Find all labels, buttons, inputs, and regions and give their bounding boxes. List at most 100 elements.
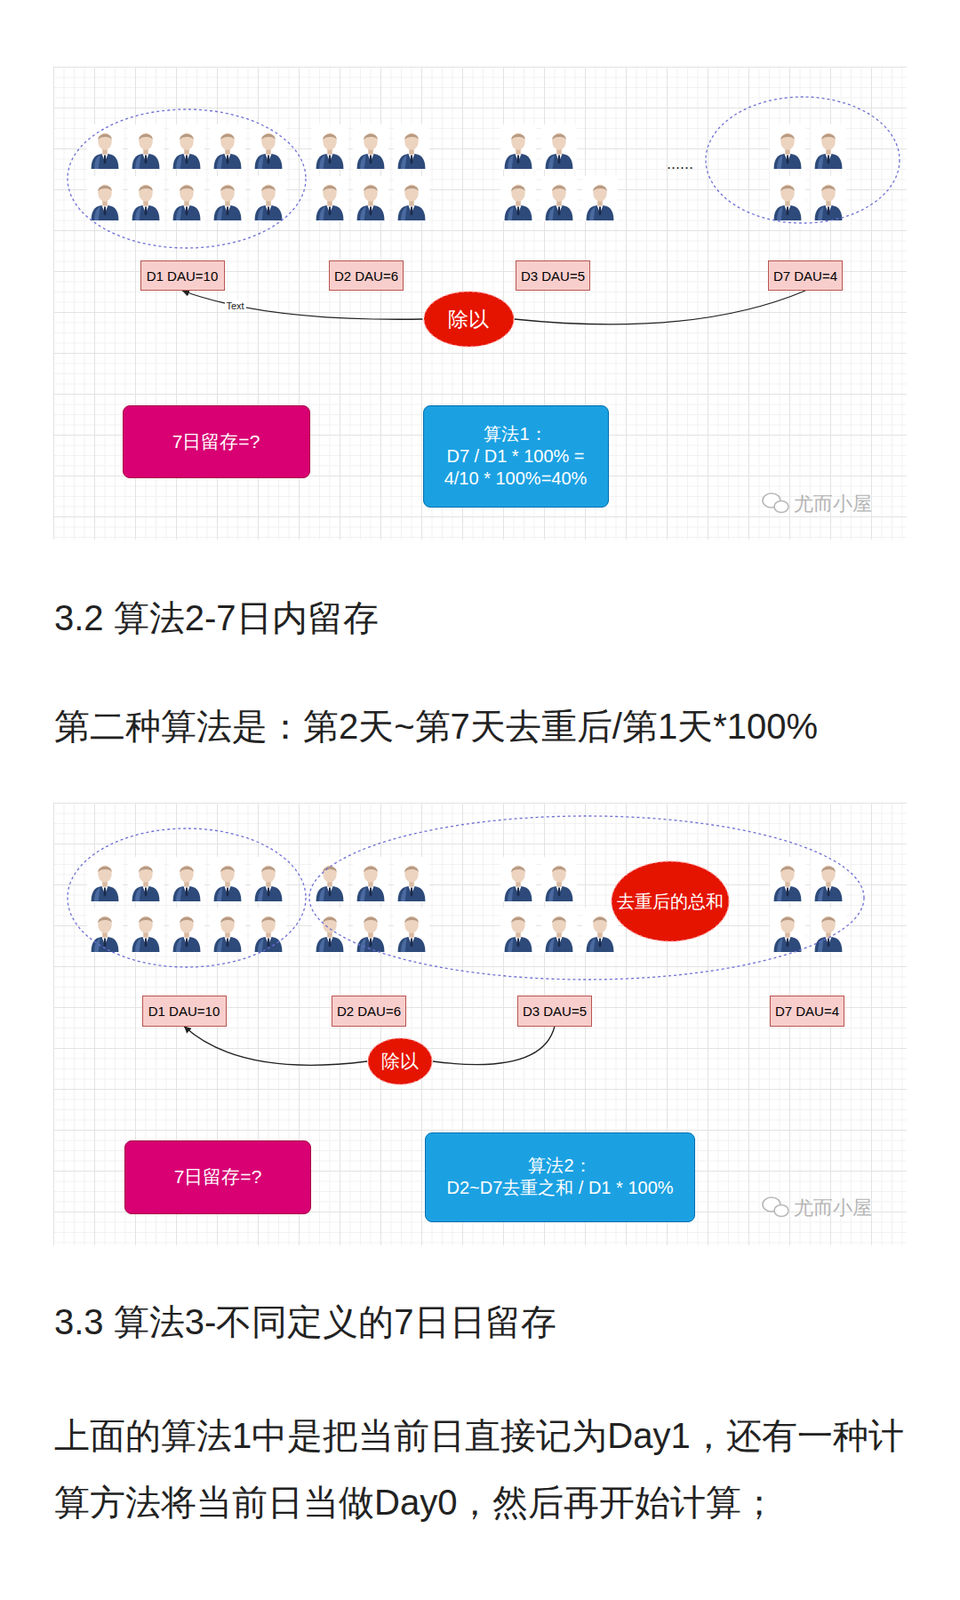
box-text: 除以 [448, 305, 489, 334]
group-outline [705, 96, 900, 224]
person-icon [168, 176, 205, 222]
operation-ellipse: 除以 [423, 290, 515, 348]
box-text: D2 DAU=6 [334, 268, 399, 284]
paragraph: 上面的算法1中是把当前日直接记为Day1，还有一种计算方法将当前日当做Day0，… [54, 1402, 921, 1536]
section-heading: 3.2 算法2-7日内留存 [54, 593, 379, 643]
person-icon [393, 907, 430, 953]
box-text: D3 DAU=5 [520, 268, 585, 284]
text-group: D1 DAU=10 [148, 1003, 220, 1019]
person-icon [209, 176, 246, 222]
group-outline [67, 109, 306, 248]
text-group: D7 DAU=4 [775, 1003, 840, 1019]
day-label: D2 DAU=6 [331, 995, 407, 1027]
person-icon [582, 176, 618, 222]
person-icon [128, 176, 164, 222]
person-icon [209, 124, 246, 170]
day-label: D1 DAU=10 [142, 995, 227, 1027]
day-label: D3 DAU=5 [517, 995, 592, 1027]
text-group: 除以 [381, 1048, 419, 1074]
person-icon [312, 176, 348, 222]
text-group: D2 DAU=6 [336, 1003, 401, 1019]
connector [184, 1026, 368, 1066]
text-group: 7日留存=? [172, 429, 261, 455]
text-group: 除以 [448, 305, 489, 334]
text-group: D1 DAU=10 [146, 268, 218, 284]
ellipse-outline [424, 291, 514, 347]
day-label: D2 DAU=6 [328, 260, 404, 291]
connector [432, 1026, 555, 1065]
box-heading: 算法2： [528, 1154, 592, 1177]
person-icon [810, 124, 847, 170]
person-icon [87, 176, 123, 222]
watermark: 尤而小屋 [793, 490, 872, 518]
text-group: 7日留存=? [174, 1164, 263, 1190]
section-heading: 3.3 算法3-不同定义的7日日留存 [54, 1297, 557, 1347]
person-icon [352, 856, 389, 903]
person-icon [769, 907, 806, 953]
person-icon [312, 124, 348, 170]
box-heading: 算法1： [483, 423, 547, 446]
person-icon [541, 856, 577, 903]
person-icon [500, 124, 536, 170]
ellipse-outline [611, 861, 729, 942]
ellipsis: ...... [666, 154, 694, 174]
person-icon [87, 124, 123, 170]
box-text: D7 DAU=4 [775, 1003, 840, 1019]
person-icon [393, 856, 430, 903]
box-text: 除以 [381, 1048, 419, 1074]
person-icon [769, 124, 806, 170]
group-outline [309, 816, 864, 980]
person-icon [769, 176, 806, 222]
text-group: 算法1：D7 / D1 * 100% = 4/10 * 100%=40% [431, 423, 601, 490]
person-icon [582, 907, 618, 953]
formula-box: 算法2：D2~D7去重之和 / D1 * 100% [424, 1132, 696, 1223]
person-icon [128, 907, 164, 953]
person-icon [128, 124, 164, 170]
person-icon [87, 856, 123, 903]
person-icon [250, 176, 287, 222]
person-icon [541, 907, 577, 953]
box-text: D2~D7去重之和 / D1 * 100% [446, 1176, 673, 1200]
day-label: D1 DAU=10 [140, 260, 225, 291]
question-box: 7日留存=? [122, 405, 311, 479]
paragraph: 第二种算法是：第2天~第7天去重后/第1天*100% [54, 702, 818, 752]
person-icon [250, 856, 287, 903]
watermark: 尤而小屋 [793, 1194, 872, 1222]
day-label: D3 DAU=5 [515, 260, 591, 291]
person-icon [87, 907, 123, 953]
text-group: D3 DAU=5 [520, 268, 585, 284]
question-box: 7日留存=? [124, 1140, 312, 1215]
text-group: D7 DAU=4 [773, 268, 838, 284]
person-icon [541, 124, 577, 170]
person-icon [352, 124, 389, 170]
formula-box: 算法1：D7 / D1 * 100% = 4/10 * 100%=40% [423, 405, 609, 508]
person-icon [250, 907, 287, 953]
person-icon [312, 907, 348, 953]
person-icon [128, 856, 164, 903]
person-icon [500, 856, 536, 903]
box-text: 去重后的总和 [616, 889, 724, 914]
person-icon [250, 124, 287, 170]
person-icon [500, 907, 536, 953]
box-text: D7 / D1 * 100% = 4/10 * 100%=40% [431, 445, 601, 490]
person-icon [168, 907, 205, 953]
connector [182, 290, 424, 320]
box-text: D7 DAU=4 [773, 268, 838, 284]
person-icon [168, 856, 205, 903]
person-icon [810, 176, 847, 222]
person-icon [541, 176, 577, 222]
box-text: D1 DAU=10 [146, 268, 218, 284]
box-text: D1 DAU=10 [148, 1003, 220, 1019]
operation-ellipse: 除以 [367, 1037, 433, 1086]
person-icon [810, 907, 847, 953]
box-text: 7日留存=? [174, 1164, 263, 1190]
wechat-icon [762, 493, 789, 1217]
text-group: D3 DAU=5 [522, 1003, 587, 1019]
text-group: D2 DAU=6 [334, 268, 399, 284]
operation-ellipse: 去重后的总和 [610, 860, 730, 943]
person-icon [352, 907, 389, 953]
person-icon [393, 176, 430, 222]
